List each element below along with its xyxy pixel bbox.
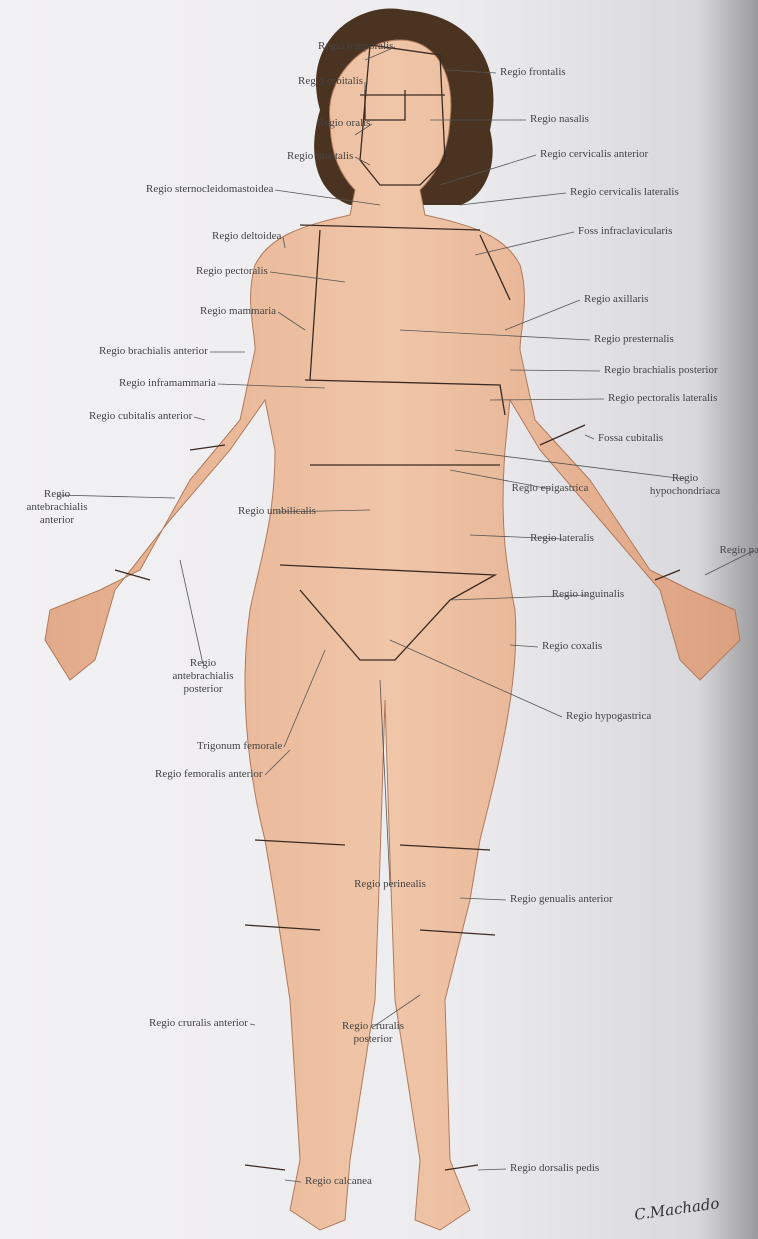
label-inframammaria: Regio inframammaria: [119, 377, 216, 390]
label-cervicalis-anterior: Regio cervicalis anterior: [540, 148, 648, 161]
label-lateralis: Regio lateralis: [517, 532, 607, 545]
label-nasalis: Regio nasalis: [530, 113, 589, 126]
label-antebrachialis-anterior: Regio antebrachialis anterior: [12, 488, 102, 527]
label-brachialis-posterior: Regio brachialis posterior: [604, 364, 718, 377]
leader-cruralis-anterior: [250, 1024, 255, 1025]
label-infraclavicularis: Foss infraclavicularis: [578, 225, 672, 238]
label-genualis-anterior: Regio genualis anterior: [510, 893, 613, 906]
label-antebrachialis-posterior: Regio antebrachialis posterior: [158, 657, 248, 696]
label-cruralis-anterior: Regio cruralis anterior: [149, 1017, 248, 1030]
label-coxalis: Regio coxalis: [542, 640, 602, 653]
label-deltoidea: Regio deltoidea: [212, 230, 281, 243]
label-temporalis: Regio temporalis: [318, 40, 393, 53]
label-orbitalis: Regio orbitalis: [298, 75, 363, 88]
label-axillaris: Regio axillaris: [584, 293, 648, 306]
label-cervicalis-lateralis: Regio cervicalis lateralis: [570, 186, 679, 199]
label-umbilicalis: Regio umbilicalis: [232, 505, 322, 518]
label-fossa-cubitalis: Fossa cubitalis: [598, 432, 663, 445]
label-pectoralis-lateralis: Regio pectoralis lateralis: [608, 392, 717, 405]
label-sternocleidomastoidea: Regio sternocleidomastoidea: [146, 183, 273, 196]
label-calcanea: Regio calcanea: [305, 1175, 372, 1188]
label-inguinalis: Regio inguinalis: [543, 588, 633, 601]
leader-fossa-cubitalis: [585, 435, 594, 439]
leader-antebrachialis-posterior: [180, 560, 203, 664]
label-femoralis-anterior: Regio femoralis anterior: [155, 768, 263, 781]
label-mammaria: Regio mammaria: [200, 305, 276, 318]
label-perinealis: Regio perinealis: [345, 878, 435, 891]
label-trigonum-femorale: Trigonum femorale: [197, 740, 282, 753]
label-palmaris: Regio palmaris: [708, 544, 758, 557]
label-brachialis-anterior: Regio brachialis anterior: [99, 345, 208, 358]
label-cubitalis-anterior: Regio cubitalis anterior: [89, 410, 192, 423]
label-pectoralis: Regio pectoralis: [196, 265, 268, 278]
label-hypochondriaca: Regio hypochondriaca: [640, 472, 730, 498]
leader-dorsalis-pedis: [478, 1169, 506, 1170]
label-dorsalis-pedis: Regio dorsalis pedis: [510, 1162, 599, 1175]
label-mentalis: Regio mentalis: [287, 150, 353, 163]
label-cruralis-posterior: Regio cruralis posterior: [328, 1020, 418, 1046]
body-silhouette: [45, 40, 740, 1230]
label-frontalis: Regio frontalis: [500, 66, 566, 79]
leader-cubitalis-anterior: [194, 417, 205, 420]
label-presternalis: Regio presternalis: [594, 333, 674, 346]
label-oralis: Regio oralis: [317, 117, 370, 130]
label-epigastrica: Regio epigastrica: [505, 482, 595, 495]
label-hypogastrica: Regio hypogastrica: [566, 710, 651, 723]
